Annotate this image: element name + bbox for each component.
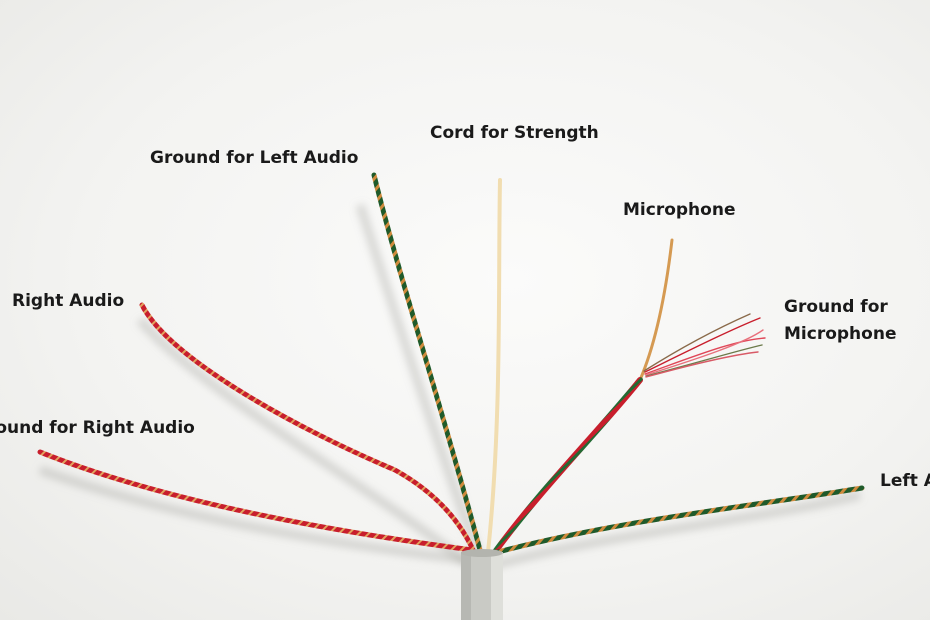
wire-ground-left-audio — [371, 172, 483, 553]
wire-shadows — [38, 203, 862, 570]
label-right-audio: Right Audio — [12, 291, 125, 311]
label-left-audio: Left Audio — [880, 471, 930, 491]
wire-microphone — [638, 238, 674, 382]
label-ground-left-audio: Ground for Left Audio — [150, 148, 359, 168]
wire-microphone-bundle — [492, 377, 643, 555]
label-ground-right-audio: Ground for Right Audio — [0, 418, 195, 438]
wire-right-audio — [139, 302, 477, 555]
wire-ground-microphone — [643, 313, 766, 378]
wire-left-audio — [495, 485, 865, 555]
label-cord-strength: Cord for Strength — [430, 123, 599, 143]
wire-cord-strength — [486, 178, 502, 554]
label-microphone: Microphone — [623, 200, 736, 220]
wire-ground-right-audio — [37, 449, 475, 553]
main-cable — [461, 549, 503, 620]
label-ground-microphone: Ground for Microphone — [784, 297, 897, 344]
